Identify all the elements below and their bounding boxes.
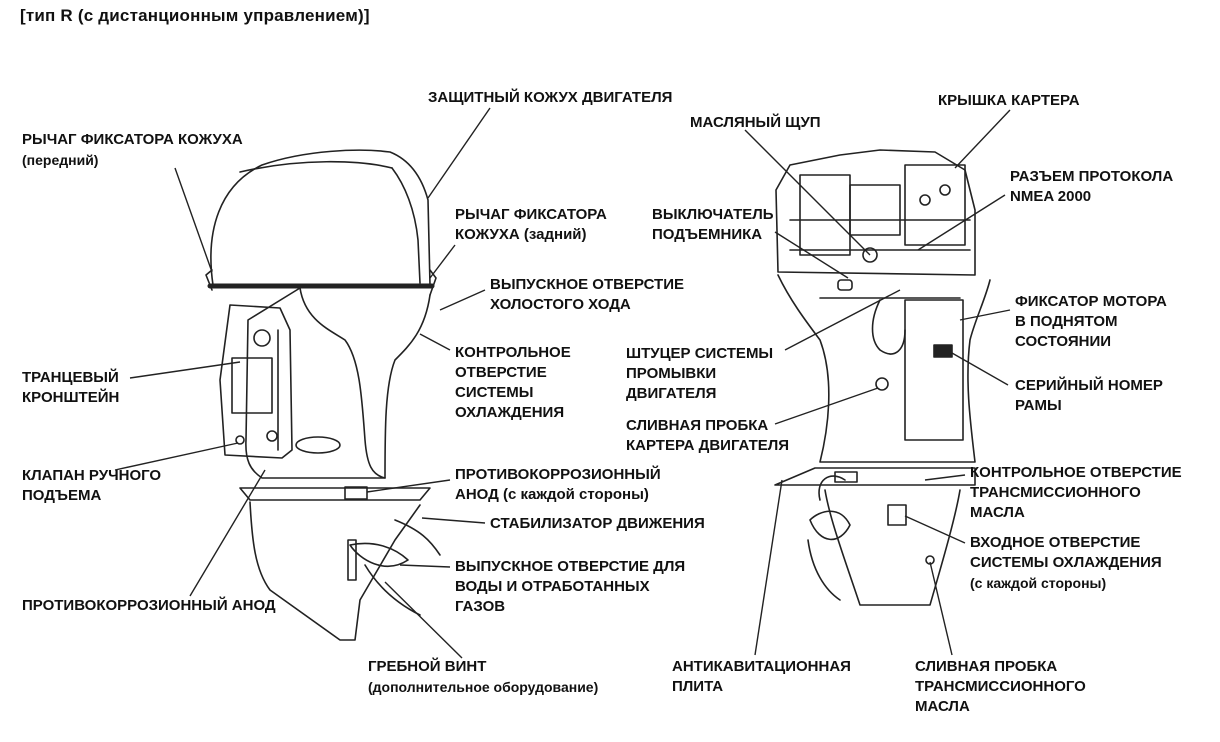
label-tilt-valve: КЛАПАН РУЧНОГО ПОДЪЕМА [22, 467, 162, 504]
label-rear-cover-lever: РЫЧАГ ФИКСАТОРА КОЖУХА (задний) [455, 206, 607, 243]
label-oil-drain-plug: СЛИВНАЯ ПРОБКА КАРТЕРА ДВИГАТЕЛЯ [626, 417, 790, 454]
label-dipstick: МАСЛЯНЫЙ ЩУП [690, 114, 821, 131]
label-tilt-switch: ВЫКЛЮЧАТЕЛЬ ПОДЪЕМНИКА [652, 206, 774, 243]
label-crankcase-cover: КРЫШКА КАРТЕРА [938, 92, 1080, 109]
label-front-cover-lever: РЫЧАГ ФИКСАТОРА КОЖУХА (передний) [22, 131, 243, 168]
label-tilt-lock: ФИКСАТОР МОТОРА В ПОДНЯТОМ СОСТОЯНИИ [1015, 293, 1167, 350]
label-cooling-check-hole: КОНТРОЛЬНОЕ ОТВЕРСТИЕ СИСТЕМЫ ОХЛАЖДЕНИЯ [455, 344, 571, 421]
label-water-intake: ВХОДНОЕ ОТВЕРСТИЕ СИСТЕМЫ ОХЛАЖДЕНИЯ (с … [970, 534, 1162, 591]
label-serial-number: СЕРИЙНЫЙ НОМЕР РАМЫ [1015, 377, 1163, 414]
label-anode: ПРОТИВОКОРРОЗИОННЫЙ АНОД [22, 597, 276, 614]
left-engine-cover [210, 149, 431, 286]
label-propeller: ГРЕБНОЙ ВИНТ (дополнительное оборудовани… [368, 658, 599, 695]
left-transom-bracket [219, 304, 293, 459]
right-midsection [777, 274, 991, 463]
label-transom-bracket: ТРАНЦЕВЫЙ КРОНШТЕЙН [22, 369, 120, 406]
label-anti-cavitation-plate: АНТИКАВИТАЦИОННАЯ ПЛИТА [672, 658, 851, 695]
right-gearcase [824, 489, 961, 606]
label-idle-port: ВЫПУСКНОЕ ОТВЕРСТИЕ ХОЛОСТОГО ХОДА [490, 276, 684, 313]
left-propeller [349, 542, 409, 567]
label-trim-tab: СТАБИЛИЗАТОР ДВИЖЕНИЯ [490, 515, 705, 532]
label-gear-oil-drain: СЛИВНАЯ ПРОБКА ТРАНСМИССИОННОГО МАСЛА [915, 658, 1086, 715]
left-midsection [245, 287, 386, 479]
label-engine-cover: ЗАЩИТНЫЙ КОЖУХ ДВИГАТЕЛЯ [428, 89, 673, 106]
label-nmea-connector: РАЗЪЕМ ПРОТОКОЛА NMEA 2000 [1010, 168, 1174, 205]
label-flush-port: ШТУЦЕР СИСТЕМЫ ПРОМЫВКИ ДВИГАТЕЛЯ [626, 345, 774, 402]
page-title: [тип R (с дистанционным управлением)] [20, 6, 370, 25]
right-propeller [809, 510, 851, 541]
label-exhaust-outlet: ВЫПУСКНОЕ ОТВЕРСТИЕ ДЛЯ ВОДЫ И ОТРАБОТАН… [455, 558, 686, 615]
label-anode-each-side: ПРОТИВОКОРРОЗИОННЫЙ АНОД (с каждой сторо… [455, 466, 661, 503]
left-gearcase [249, 501, 421, 641]
right-powerhead [775, 149, 976, 276]
label-gear-oil-check: КОНТРОЛЬНОЕ ОТВЕРСТИЕ ТРАНСМИССИОННОГО М… [970, 464, 1182, 521]
